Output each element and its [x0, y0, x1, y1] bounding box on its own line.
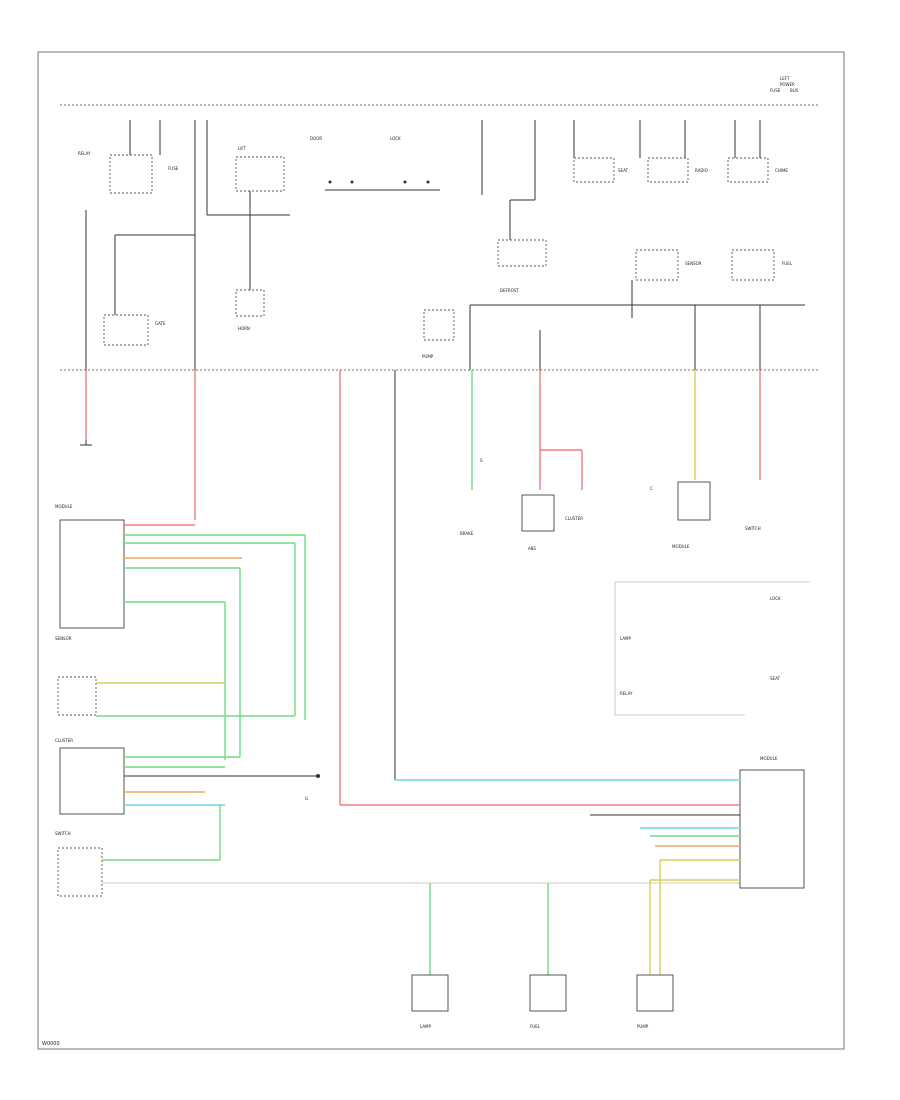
relay-label-7: CHIME: [775, 168, 788, 173]
connector-label-1: LAMP: [620, 636, 632, 641]
abs-label: ABS: [528, 546, 536, 551]
diagram-frame: [37, 51, 845, 1050]
relay-box-2: [235, 156, 285, 192]
fuse-label-1: FUSE: [168, 166, 179, 171]
left-module-title: MODULE: [55, 504, 73, 509]
relay-label-9: SENSOR: [685, 261, 702, 266]
right-module-body: [739, 769, 805, 889]
switch-label-right: SWITCH: [745, 526, 761, 531]
brake-module: [677, 481, 711, 521]
title-line-2: POWER: [780, 82, 795, 87]
relay-box-3: [103, 314, 149, 346]
title-line-3: FUSE: [770, 88, 781, 93]
switch-label-1: DOOR: [310, 136, 322, 141]
splice-label-s: S: [480, 458, 483, 463]
top-right-relays: SEAT RADIO CHIME: [573, 120, 788, 183]
right-module-title: MODULE: [760, 756, 778, 761]
relay-label-3: GATE: [155, 321, 166, 326]
switch-label-2: LOCK: [390, 136, 401, 141]
connector-label-2: RELAY: [620, 691, 633, 696]
footer-code: W0000: [42, 1041, 60, 1047]
left-module: MODULE: [55, 504, 305, 629]
relay-label-2: LIFT: [238, 146, 247, 151]
cluster-label-top: CLUSTER: [565, 516, 583, 521]
title-line-4: BUS: [790, 88, 799, 93]
left-sensor-label: SENSOR: [55, 636, 72, 641]
relay-label-1: RELAY: [78, 151, 91, 156]
left-sensor-box: [57, 676, 97, 716]
bottom-component-2-label: FUEL: [530, 1024, 541, 1029]
relay-label-4: HORN: [238, 326, 250, 331]
connector-label-3: LOCK: [770, 596, 781, 601]
brake-label: BRAKE: [460, 531, 474, 536]
relay-label-10: FUEL: [782, 261, 793, 266]
cluster-module-title: CLUSTER: [55, 738, 73, 743]
right-connector-group: LAMP RELAY LOCK SEAT: [614, 581, 810, 716]
brake-module-label: MODULE: [672, 544, 690, 549]
title-line-1: LEFT: [780, 76, 790, 81]
bottom-component-3-label: PUMP: [637, 1024, 649, 1029]
title-block: LEFT POWER FUSE BUS: [770, 76, 799, 93]
cluster-module: CLUSTER G: [55, 738, 320, 815]
bottom-component-2: [529, 974, 567, 1012]
ground-label-1: G: [305, 796, 308, 801]
bottom-component-1-label: LAMP: [420, 1024, 432, 1029]
top-center-switches: DOOR LOCK: [310, 120, 536, 240]
relay-box-1: [109, 154, 153, 194]
connector-label-4: SEAT: [770, 676, 780, 681]
right-module: MODULE: [340, 756, 805, 889]
relay-label-5: SEAT: [618, 168, 628, 173]
relay-box-4: [235, 289, 265, 317]
cluster-module-body: [59, 747, 125, 815]
top-left-relay-group: RELAY FUSE: [78, 120, 179, 194]
bottom-component-3: [636, 974, 674, 1012]
relay-label-11: PUMP: [422, 354, 434, 359]
splice-label-c: C: [650, 486, 653, 491]
abs-module: [521, 494, 555, 532]
bottom-component-1: [411, 974, 449, 1012]
bottom-left-switch-label: SWITCH: [55, 831, 71, 836]
bottom-left-switch: [57, 847, 103, 897]
relay-label-6: RADIO: [695, 168, 708, 173]
left-module-body: [59, 519, 125, 629]
mid-right-relays: DEFROST SENSOR FUEL PUMP: [422, 239, 805, 370]
relay-label-8: DEFROST: [500, 288, 519, 293]
